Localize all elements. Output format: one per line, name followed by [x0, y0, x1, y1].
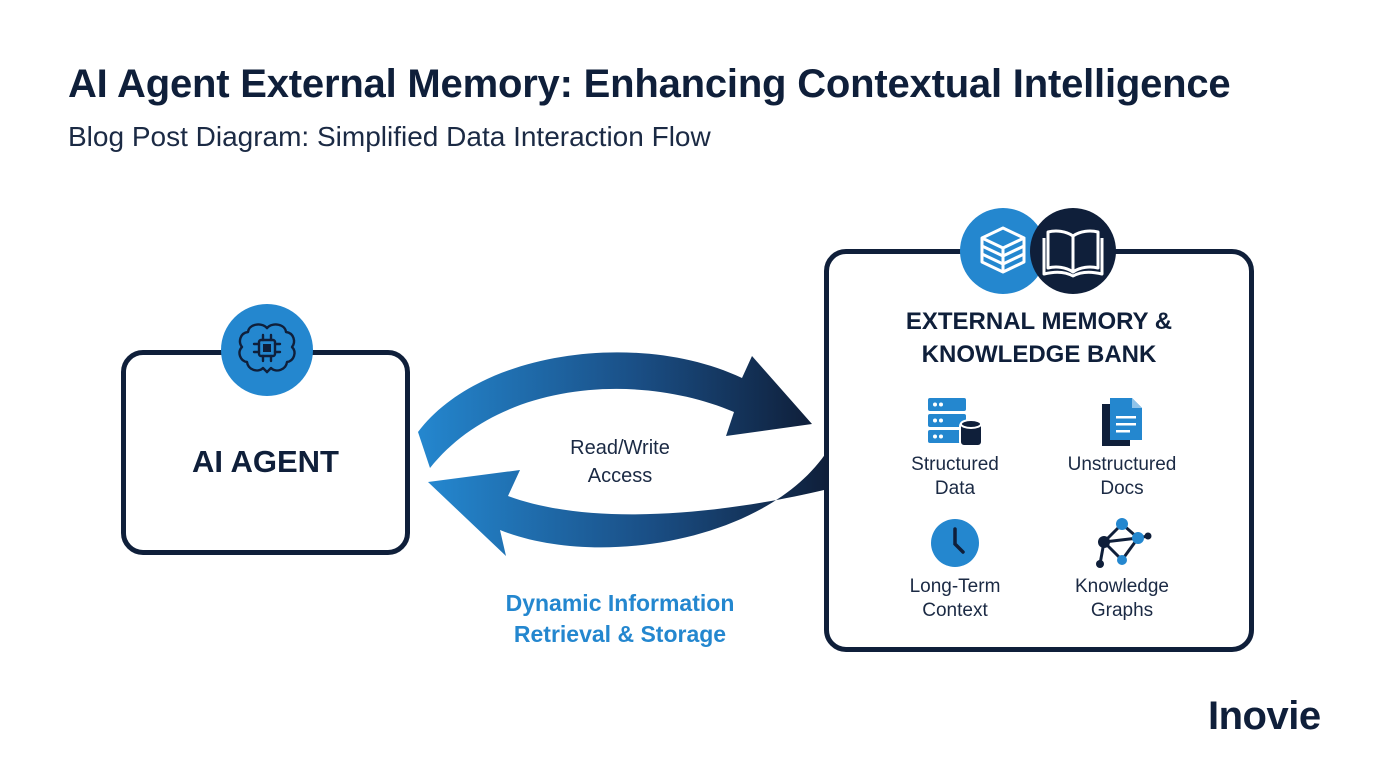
- long-term-context-label: Long-Term Context: [875, 575, 1035, 623]
- page-title: AI Agent External Memory: Enhancing Cont…: [68, 62, 1231, 106]
- page-subtitle: Blog Post Diagram: Simplified Data Inter…: [68, 121, 711, 152]
- ai-agent-label: AI AGENT: [192, 444, 339, 479]
- open-book-icon: [1030, 208, 1116, 294]
- brand-logo: Inovie: [1208, 694, 1321, 738]
- item-line1: Unstructured: [1067, 454, 1177, 475]
- graph-nodes-icon: [1096, 518, 1152, 568]
- unstructured-docs-label: Unstructured Docs: [1042, 453, 1202, 501]
- item-line2: Context: [922, 600, 988, 621]
- clock-icon: [931, 519, 979, 567]
- write-arrow: [418, 352, 812, 468]
- document-icon: [1102, 398, 1142, 446]
- item-line2: Data: [934, 478, 976, 499]
- server-database-icon: [928, 398, 983, 447]
- flow-caption: Dynamic Information Retrieval & Storage: [470, 588, 770, 650]
- item-line2: Graphs: [1090, 600, 1154, 621]
- flow-label-line1: Read/Write: [570, 437, 670, 459]
- flow-caption-line2: Retrieval & Storage: [513, 621, 727, 647]
- flow-caption-line1: Dynamic Information: [505, 590, 735, 616]
- item-line1: Long-Term: [909, 576, 1001, 597]
- brain-chip-icon: [221, 304, 313, 396]
- flow-label-line2: Access: [587, 465, 653, 487]
- item-line1: Knowledge: [1074, 576, 1170, 597]
- memory-box: [824, 249, 1254, 652]
- knowledge-graphs-label: Knowledge Graphs: [1042, 575, 1202, 623]
- flow-label: Read/Write Access: [520, 434, 720, 490]
- memory-title-line2: KNOWLEDGE BANK: [921, 341, 1157, 368]
- structured-data-label: Structured Data: [875, 453, 1035, 501]
- memory-title: EXTERNAL MEMORY & KNOWLEDGE BANK: [824, 305, 1254, 371]
- item-line1: Structured: [911, 454, 999, 475]
- item-line2: Docs: [1100, 478, 1144, 499]
- memory-title-line1: EXTERNAL MEMORY &: [905, 308, 1173, 335]
- read-arrow: [428, 450, 828, 556]
